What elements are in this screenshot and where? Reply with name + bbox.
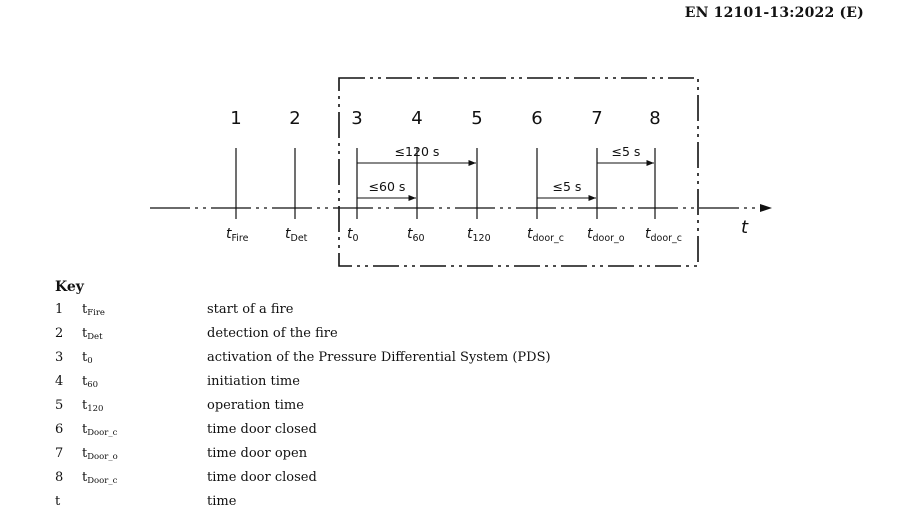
timeline-diagram: t 1 2 3 4 5 6 7 8 tFire tDet t0 t60 t120 tdoor_c tdoo… — [150, 77, 772, 267]
key-row-3: 3 t0 activation of the Pressure Differenti… — [55, 346, 615, 370]
event-time-label-6: tdoor_c — [527, 226, 564, 244]
event-number-5: 5 — [471, 108, 482, 129]
key-row-symbol: t60 — [82, 374, 99, 390]
key-row-description: start of a fire — [207, 302, 294, 317]
event-time-label-8: tdoor_c — [645, 226, 682, 244]
event-number-4: 4 — [411, 108, 422, 129]
interval-label-4: ≤5 s — [612, 144, 641, 159]
key-row-number: 6 — [55, 422, 64, 437]
event-number-1: 1 — [230, 108, 241, 129]
event-number-7: 7 — [591, 108, 602, 129]
key-row-description: detection of the fire — [207, 326, 338, 341]
key-row-1: 1 tFire start of a fire — [55, 298, 615, 322]
key-row-description: time — [207, 494, 237, 509]
key-row-number: 7 — [55, 446, 64, 461]
key-row-description: time door closed — [207, 470, 317, 485]
key-row-2: 2 tDet detection of the fire — [55, 322, 615, 346]
key-row-symbol: tFire — [82, 302, 105, 318]
event-time-label-5: t120 — [467, 226, 491, 244]
key-row-symbol: tDoor_c — [82, 470, 118, 486]
key-row-7: 7 tDoor_o time door open — [55, 442, 615, 466]
key-row-5: 5 t120 operation time — [55, 394, 615, 418]
pds-boundary-box — [338, 77, 699, 267]
key-row-6: 6 tDoor_c time door closed — [55, 418, 615, 442]
event-number-8: 8 — [649, 108, 660, 129]
standard-reference: EN 12101-13:2022 (E) — [684, 5, 864, 21]
key-row-number: 8 — [55, 470, 64, 485]
event-time-label-3: t0 — [347, 226, 359, 244]
key-row-symbol: tDoor_o — [82, 446, 118, 462]
interval-label-1: ≤120 s — [395, 144, 440, 159]
key-row-description: activation of the Pressure Differential … — [207, 350, 551, 365]
key-row-number: 3 — [55, 350, 64, 365]
key-row-number: t — [55, 494, 61, 509]
event-number-3: 3 — [351, 108, 362, 129]
key-row-symbol: tDoor_c — [82, 422, 118, 438]
key-row-symbol: t120 — [82, 398, 104, 414]
key-title: Key — [55, 279, 84, 295]
key-row-4: 4 t60 initiation time — [55, 370, 615, 394]
key-rows: 1 tFire start of a fire 2 tDet detection of t… — [55, 298, 615, 514]
key-legend: Key 1 tFire start of a fire 2 tDet detection … — [55, 276, 615, 514]
event-time-label-4: t60 — [407, 226, 425, 244]
event-time-label-2: tDet — [285, 226, 308, 244]
key-row-number: 4 — [55, 374, 64, 389]
key-row-number: 1 — [55, 302, 64, 317]
key-row-number: 5 — [55, 398, 64, 413]
key-row-8: 8 tDoor_c time door closed — [55, 466, 615, 490]
event-time-label-7: tdoor_o — [587, 226, 625, 244]
key-row-description: initiation time — [207, 374, 300, 389]
time-axis-label: t — [741, 217, 749, 238]
event-number-6: 6 — [531, 108, 542, 129]
key-row-description: time door closed — [207, 422, 317, 437]
key-row-symbol: t0 — [82, 350, 93, 366]
key-row-symbol: tDet — [82, 326, 103, 342]
key-row-description: time door open — [207, 446, 308, 461]
key-row-9: t time — [55, 490, 615, 514]
interval-label-2: ≤60 s — [369, 179, 406, 194]
key-row-description: operation time — [207, 398, 304, 413]
event-time-label-1: tFire — [226, 226, 249, 244]
key-row-number: 2 — [55, 326, 64, 341]
event-number-2: 2 — [289, 108, 300, 129]
interval-label-3: ≤5 s — [553, 179, 582, 194]
time-axis-arrowhead — [760, 204, 772, 212]
